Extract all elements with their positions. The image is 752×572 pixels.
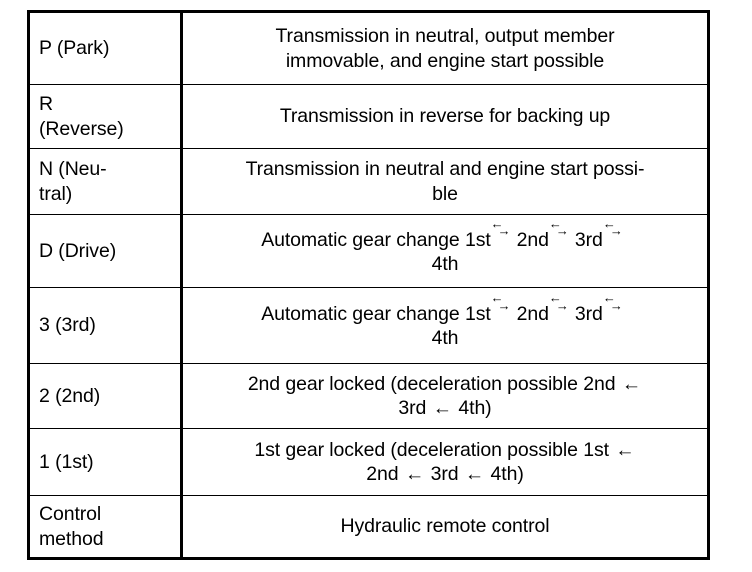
description-line: Transmission in reverse for backing up xyxy=(279,105,611,128)
description-line: Transmission in neutral, output member xyxy=(275,25,615,48)
gear-label: 4th xyxy=(431,327,459,350)
cell-description-second: 2nd gear locked (deceleration possible 2… xyxy=(181,363,709,429)
table-row: R (Reverse) Transmission in reverse for … xyxy=(28,84,709,149)
arrow-right-icon: → xyxy=(555,297,569,313)
position-label: P (Park) xyxy=(39,37,110,60)
selector-position-table: P (Park) Transmission in neutral, output… xyxy=(27,10,710,560)
arrow-left-icon: ← xyxy=(490,290,504,306)
arrow-right-icon: → xyxy=(609,223,623,239)
bidirectional-arrow-icon: ←→ xyxy=(603,291,629,321)
gear-label: 2nd xyxy=(516,228,549,251)
bidirectional-arrow-icon: ←→ xyxy=(549,217,575,246)
description-text: Automatic gear change 1st xyxy=(261,228,491,251)
cell-position-third: 3 (3rd) xyxy=(28,287,183,364)
cell-position-reverse: R (Reverse) xyxy=(28,84,183,149)
gear-label: 4th) xyxy=(458,397,492,419)
description-line: ble xyxy=(432,182,458,205)
gear-label: 4th xyxy=(431,252,459,275)
position-label: 1 (1st) xyxy=(39,450,94,473)
cell-description-reverse: Transmission in reverse for backing up xyxy=(181,84,709,149)
cell-position-control-method: Control method xyxy=(28,495,183,559)
position-label-line: (Reverse) xyxy=(39,117,124,140)
position-label-line: N (Neu- xyxy=(39,158,107,181)
cell-position-neutral: N (Neu- tral) xyxy=(28,148,183,215)
table-row: N (Neu- tral) Transmission in neutral an… xyxy=(28,148,709,215)
deceleration-sequence-cont: 2nd ← 3rd ← 4th) xyxy=(366,463,524,485)
description-text: 2nd gear locked (deceleration possible 2… xyxy=(247,372,616,395)
cell-position-first: 1 (1st) xyxy=(28,428,183,496)
cell-description-drive: Automatic gear change 1st←→2nd←→3rd←→ 4t… xyxy=(181,214,709,288)
position-label: D (Drive) xyxy=(39,239,117,262)
arrow-right-icon: → xyxy=(609,297,623,313)
deceleration-sequence: 2nd gear locked (deceleration possible 2… xyxy=(248,373,642,395)
arrow-left-icon: ← xyxy=(490,215,504,231)
cell-position-second: 2 (2nd) xyxy=(28,363,183,429)
arrow-right-icon: → xyxy=(497,223,511,239)
gear-change-sequence: Automatic gear change 1st←→2nd←→3rd←→ xyxy=(261,291,629,326)
description-line: immovable, and engine start possible xyxy=(285,49,605,72)
cell-description-control-method: Hydraulic remote control xyxy=(181,495,709,559)
table-row: 3 (3rd) Automatic gear change 1st←→2nd←→… xyxy=(28,287,709,364)
gear-label: 4th) xyxy=(490,463,524,485)
gear-label: 3rd xyxy=(430,463,459,485)
arrow-left-icon: ← xyxy=(464,463,485,485)
arrow-left-icon: ← xyxy=(615,438,635,461)
table-body: P (Park) Transmission in neutral, output… xyxy=(28,11,709,559)
position-label-line: Control xyxy=(39,503,102,526)
cell-position-drive: D (Drive) xyxy=(28,214,183,288)
cell-description-park: Transmission in neutral, output member i… xyxy=(181,11,709,85)
arrow-left-icon: ← xyxy=(548,290,562,306)
gear-label: 3rd xyxy=(574,303,603,326)
position-label-line: method xyxy=(39,527,104,550)
position-label: 2 (2nd) xyxy=(39,384,101,407)
bidirectional-arrow-icon: ←→ xyxy=(491,291,517,321)
gear-change-sequence: Automatic gear change 1st←→2nd←→3rd←→ xyxy=(261,217,629,251)
arrow-right-icon: → xyxy=(555,223,569,239)
bidirectional-arrow-icon: ←→ xyxy=(549,291,575,321)
position-label-line: tral) xyxy=(39,182,73,205)
description-text: 1st gear locked (deceleration possible 1… xyxy=(254,438,609,461)
deceleration-sequence-cont: 3rd ← 4th) xyxy=(398,397,491,419)
cell-position-park: P (Park) xyxy=(28,11,183,85)
table-row: D (Drive) Automatic gear change 1st←→2nd… xyxy=(28,214,709,288)
position-label: 3 (3rd) xyxy=(39,314,96,337)
description-line: Hydraulic remote control xyxy=(340,515,550,538)
description-line: Transmission in neutral and engine start… xyxy=(245,158,645,181)
cell-description-third: Automatic gear change 1st←→2nd←→3rd←→ 4t… xyxy=(181,287,709,364)
gear-label: 3rd xyxy=(398,397,427,419)
arrow-left-icon: ← xyxy=(432,397,453,419)
position-label-line: R xyxy=(39,93,53,116)
arrow-left-icon: ← xyxy=(621,372,642,395)
arrow-left-icon: ← xyxy=(602,290,616,306)
arrow-left-icon: ← xyxy=(602,215,616,231)
gear-label: 3rd xyxy=(574,228,603,251)
bidirectional-arrow-icon: ←→ xyxy=(603,217,629,246)
gear-label: 2nd xyxy=(366,463,399,485)
arrow-left-icon: ← xyxy=(548,215,562,231)
description-text: Automatic gear change 1st xyxy=(261,303,491,326)
table-row: P (Park) Transmission in neutral, output… xyxy=(28,11,709,85)
deceleration-sequence: 1st gear locked (deceleration possible 1… xyxy=(254,439,635,461)
bidirectional-arrow-icon: ←→ xyxy=(491,217,517,246)
cell-description-first: 1st gear locked (deceleration possible 1… xyxy=(181,428,709,496)
table-row: Control method Hydraulic remote control xyxy=(28,495,709,559)
gear-label: 2nd xyxy=(516,303,549,326)
arrow-right-icon: → xyxy=(497,297,511,313)
table-row: 2 (2nd) 2nd gear locked (deceleration po… xyxy=(28,363,709,429)
cell-description-neutral: Transmission in neutral and engine start… xyxy=(181,148,709,215)
arrow-left-icon: ← xyxy=(404,463,425,485)
table-row: 1 (1st) 1st gear locked (deceleration po… xyxy=(28,428,709,496)
